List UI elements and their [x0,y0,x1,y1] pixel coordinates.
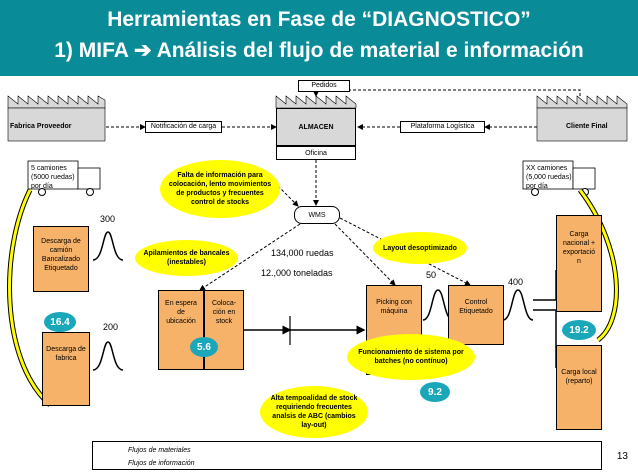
page-title: Herramientas en Fase de “DIAGNOSTICO” [107,8,531,31]
toneladas-label: 12.,000 toneladas [261,268,333,278]
almacen-box: ALMACEN [276,108,356,146]
plataforma-label: Plataforma Logística [410,123,475,130]
notificacion-box: Notificación de carga [145,121,222,133]
carga-nacional-box: Carga nacional + exportació n [556,215,602,312]
oficina-box: Oficina [276,146,356,160]
oficina-label: Oficina [305,150,327,157]
factory-icon-almacen [275,95,357,109]
page-subtitle: 1) MIFA ➔ Análisis del flujo de material… [54,39,584,62]
inventory-icon-400 [502,289,534,321]
carga-local-box: Carga local (reparto) [556,345,602,430]
truck-icon-right [522,160,596,196]
en-espera-box: En espera de ubicación [158,290,204,370]
inventory-300-label: 300 [100,214,116,224]
ruedas-label: 134,000 ruedas [271,248,334,258]
wms-label: WMS [308,212,326,219]
inventory-icon-300 [92,231,124,261]
badge-19-2: 19.2 [562,320,596,340]
apilamientos-callout: Apilamientos de bancales (inestables) [135,240,238,276]
factory-icon-left [7,95,106,109]
wms-box: WMS [294,206,340,224]
inventory-200-label: 200 [103,322,119,332]
factory-icon-right [536,95,628,109]
pedidos-label: Pedidos [311,82,337,89]
inventory-icon-200 [92,341,124,371]
fabrica-proveedor-label: Fabrica Proveedor [10,123,72,130]
en-espera-label: En espera de ubicación [165,300,197,325]
badge-16-4: 16.4 [44,312,76,332]
colocacion-box: Coloca-ción en stock [204,290,244,370]
inventory-400-label: 400 [508,277,524,287]
inventory-50-label: 50 [426,270,437,280]
badge-5-6: 5.6 [190,337,218,357]
legend [92,441,602,470]
badge-9-2: 9.2 [420,382,450,402]
picking-label: Picking con máquina [376,299,412,315]
descarga-fabrica-label: Descarga de fabrica [46,346,86,362]
camiones-left-label: 5 camiones (5000 ruedas) por día [31,165,75,190]
plataforma-box: Plataforma Logística [400,121,485,133]
falta-informacion-callout: Falta de información para colocación, le… [160,160,280,218]
control-label: Control Etiquetado [459,299,493,315]
almacen-label: ALMACEN [298,124,334,131]
alta-temporalidad-callout: Alta tempoalidad de stock requiriendo fr… [260,386,368,438]
descarga-fabrica-box: Descarga de fabrica [42,332,90,406]
title-banner: Herramientas en Fase de “DIAGNOSTICO” 1)… [0,0,638,76]
notificacion-label: Notificación de carga [150,123,217,130]
truck-icon-left [27,160,101,196]
pedidos-box: Pedidos [298,80,350,92]
camiones-right-label: XX camiones (5,000 ruedas) por día [526,165,572,190]
colocacion-label: Coloca-ción en stock [211,300,237,325]
inventory-icon-50 [422,289,454,321]
legend-informacion-label: Flujos de información [128,460,195,467]
carga-nacional-label: Carga nacional + exportació n [562,231,596,265]
control-box: Control Etiquetado [448,285,504,345]
cliente-final-label: Cliente Final [566,123,608,130]
funcionamiento-callout: Funcionamiento de sistema por batches (n… [347,334,475,380]
layout-callout: Layout desoptimizado [373,232,467,264]
carga-local-label: Carga local (reparto) [561,369,597,385]
descarga-camion-label: Descarga de camión Bancalizado Etiquetad… [41,238,81,272]
page-number: 13 [616,451,628,462]
descarga-camion-box: Descarga de camión Bancalizado Etiquetad… [33,226,89,292]
legend-materiales-label: Flujos de materiales [128,447,191,454]
